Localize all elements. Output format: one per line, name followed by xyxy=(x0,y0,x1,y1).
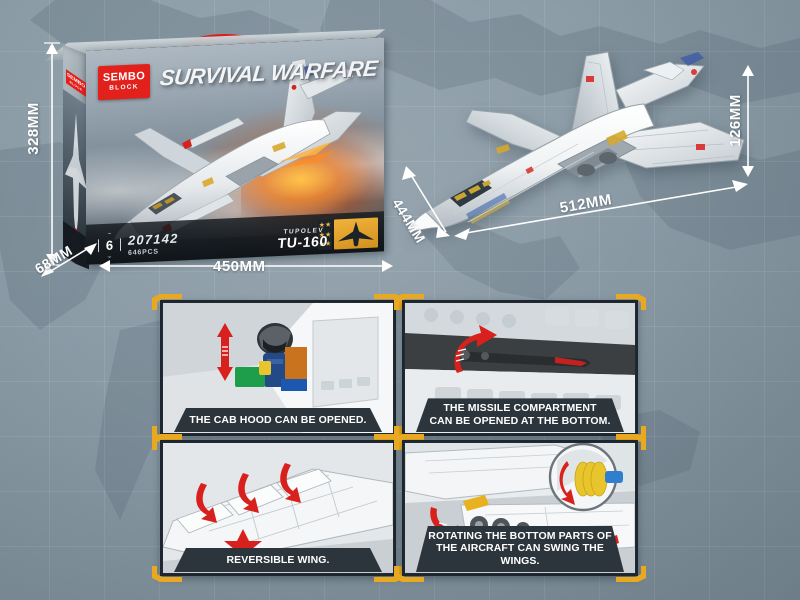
panel-caption: REVERSIBLE WING. xyxy=(174,548,382,572)
feature-panel-reversible-wing[interactable]: REVERSIBLE WING. xyxy=(152,434,404,582)
box-width-label: 450MM xyxy=(213,258,266,275)
model-height-label: 126MM xyxy=(726,94,744,147)
model-aircraft xyxy=(408,18,768,268)
box-width-arrow xyxy=(99,260,393,272)
caption-line: THE MISSILE COMPARTMENT xyxy=(443,402,597,415)
caption-line: REVERSIBLE WING. xyxy=(226,553,330,566)
box-height-arrow xyxy=(44,42,60,266)
feature-panel-cab-hood[interactable]: THE CAB HOOD CAN BE OPENED. xyxy=(152,294,404,442)
panel-caption: THE CAB HOOD CAN BE OPENED. xyxy=(174,408,382,432)
panel-caption: THE MISSILE COMPARTMENT CAN BE OPENED AT… xyxy=(416,398,624,432)
box-side-face: SEMBO BLOCK xyxy=(63,44,89,270)
age-rating-value: 6 xyxy=(105,237,114,253)
panel-caption: ROTATING THE BOTTOM PARTS OF THE AIRCRAF… xyxy=(416,526,624,572)
product-code: 207142 xyxy=(128,230,179,248)
box-depth-arrow xyxy=(41,243,97,277)
brand-sub: BLOCK xyxy=(109,83,139,92)
caption-line: ROTATING THE BOTTOM PARTS OF xyxy=(428,529,612,542)
box-height-label: 328MM xyxy=(24,102,42,155)
box-brand-logo: SEMBO BLOCK xyxy=(98,63,150,101)
aircraft-silhouette-panel xyxy=(334,217,378,250)
product-box: SEMBO BLOCK xyxy=(44,28,400,270)
model-designation-badge: TUPOLEV TU-160 xyxy=(276,227,329,252)
feature-panel-swing-wings[interactable]: ROTATING THE BOTTOM PARTS OF THE AIRCRAF… xyxy=(394,434,646,582)
model-length-arrow xyxy=(454,180,748,240)
box-art-aircraft xyxy=(113,58,363,240)
model-wingspan-arrow xyxy=(402,166,450,238)
age-rating-badge: 6 xyxy=(98,232,121,258)
model-name: TU-160 xyxy=(276,232,329,252)
caption-line: THE AIRCRAFT CAN SWING THE WINGS. xyxy=(436,542,604,568)
caption-line: CAN BE OPENED AT THE BOTTOM. xyxy=(429,415,611,428)
caption-line: THE CAB HOOD CAN BE OPENED. xyxy=(189,413,367,426)
box-front-face: SEMBO BLOCK SURVIVAL WARFARE 6 207142 64… xyxy=(86,37,384,265)
piece-count: 646PCS xyxy=(128,248,159,257)
feature-panel-missile-compartment[interactable]: THE MISSILE COMPARTMENT CAN BE OPENED AT… xyxy=(394,294,646,442)
model-height-arrow xyxy=(742,65,754,177)
brand-name: SEMBO xyxy=(102,70,146,85)
